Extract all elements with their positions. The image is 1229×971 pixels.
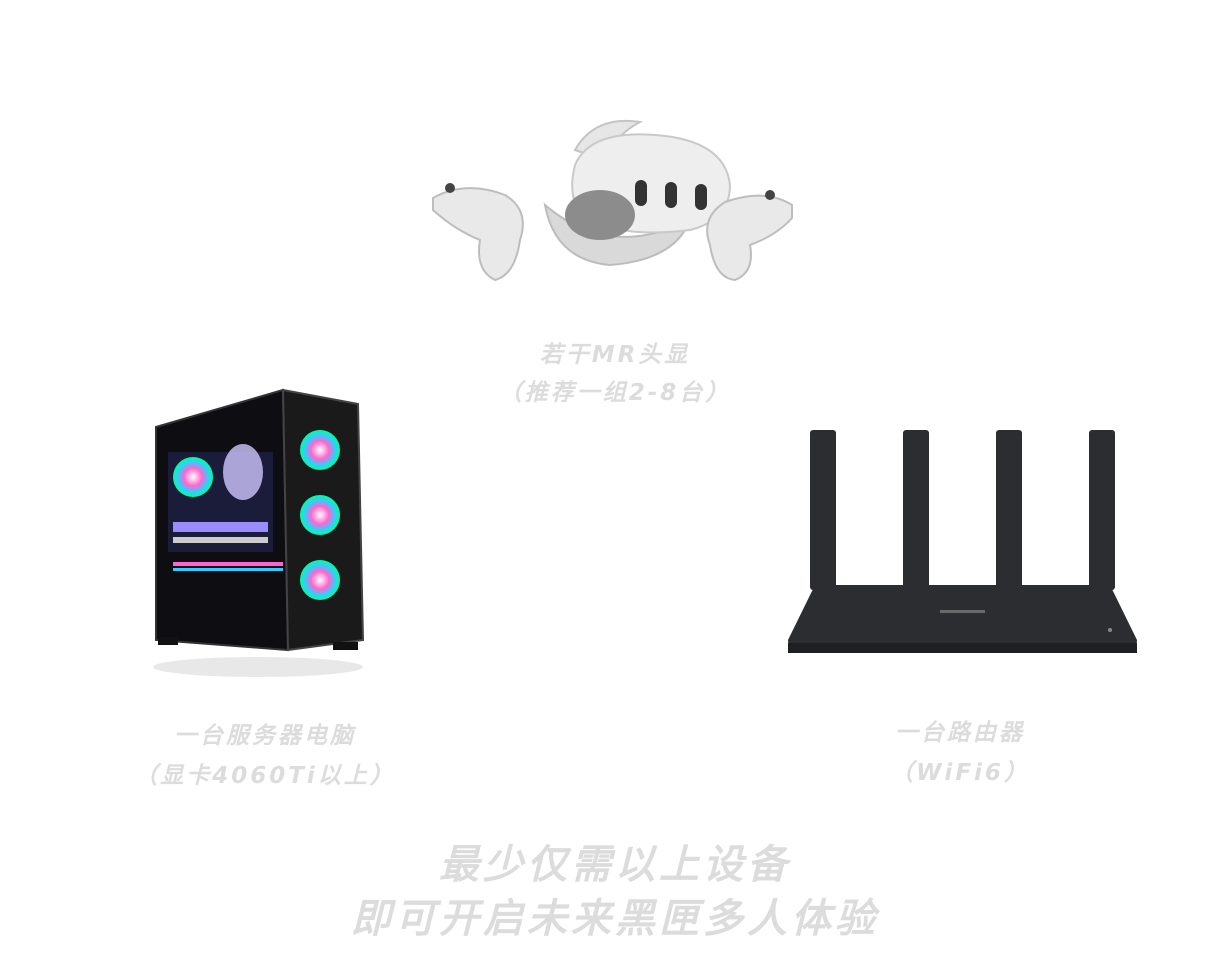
- footer-line1: 最少仅需以上设备: [439, 842, 791, 888]
- router-image: [785, 425, 1140, 660]
- server-pc-image: [148, 382, 373, 682]
- pc-caption-line2: （显卡4060Ti以上）: [134, 763, 396, 789]
- footer-line2: 即可开启未来黑匣多人体验: [351, 896, 879, 942]
- router-caption: 一台路由器 （WiFi6）: [830, 713, 1090, 793]
- mr-headset-image: [425, 110, 800, 290]
- pc-caption: 一台服务器电脑 （显卡4060Ti以上）: [120, 716, 410, 796]
- router-caption-line1: 一台路由器: [895, 720, 1025, 746]
- headset-caption-line1: 若干MR头显: [539, 342, 691, 368]
- pc-caption-line1: 一台服务器电脑: [174, 723, 356, 749]
- footer-caption: 最少仅需以上设备 即可开启未来黑匣多人体验: [300, 838, 930, 946]
- headset-caption: 若干MR头显 （推荐一组2-8台）: [470, 336, 760, 412]
- headset-caption-line2: （推荐一组2-8台）: [498, 380, 732, 406]
- router-caption-line2: （WiFi6）: [890, 760, 1030, 786]
